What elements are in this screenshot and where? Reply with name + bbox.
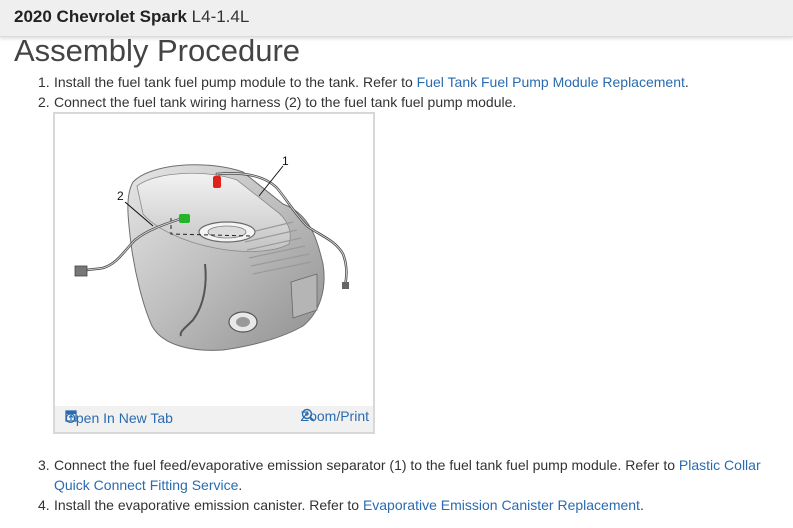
open-new-tab-icon (65, 410, 77, 422)
step-number: 2. (38, 94, 50, 110)
callout-2: 2 (117, 189, 124, 203)
zoom-in-icon (301, 408, 315, 422)
callout-2-leader (124, 201, 154, 227)
zoom-print-link[interactable]: Zoom/Print (301, 408, 369, 424)
callout-dashed-guide (170, 218, 252, 237)
harness-connector-end (74, 265, 88, 277)
step-suffix: . (639, 497, 644, 513)
vehicle-name: 2020 Chevrolet Spark (14, 7, 187, 26)
fuel-feed-connector (213, 176, 221, 188)
procedure-step: 1. Install the fuel tank fuel pump modul… (38, 72, 783, 92)
fuel-tank-illustration: 1 2 (74, 154, 349, 351)
step-text: Install the evaporative emission caniste… (54, 497, 363, 513)
tank-vent-line (179, 263, 207, 337)
figure-actions-bar: Open In New Tab Zoom/Print (55, 406, 373, 432)
tank-heat-shield (290, 273, 318, 319)
page-title: Assembly Procedure (14, 33, 301, 68)
vehicle-engine: L4-1.4L (191, 7, 250, 26)
fuel-pump-module-replacement-link[interactable]: Fuel Tank Fuel Pump Module Replacement (416, 74, 685, 90)
vehicle-title: 2020 Chevrolet Spark L4-1.4L (14, 7, 249, 27)
fuel-tank-figure: 1 2 Open In New Tab Zoom/Print (53, 112, 375, 434)
callout-1: 1 (282, 154, 289, 168)
plastic-collar-quick-connect-link[interactable]: Plastic Collar Quick Connect Fitting Ser… (54, 457, 761, 493)
evap-canister-replacement-link[interactable]: Evaporative Emission Canister Replacemen… (362, 497, 640, 513)
step-number: 1. (38, 74, 50, 90)
wiring-harness-connector (179, 214, 190, 223)
procedure-step: 3. Connect the fuel feed/evaporative emi… (38, 455, 783, 495)
open-in-new-tab-link[interactable]: Open In New Tab (65, 410, 173, 426)
step-suffix: . (238, 477, 243, 493)
step-text: Install the fuel tank fuel pump module t… (54, 74, 417, 90)
open-in-new-tab-label: Open In New Tab (65, 410, 173, 426)
feed-line-end (342, 282, 349, 289)
step-number: 4. (38, 497, 50, 513)
procedure-step: 4. Install the evaporative emission cani… (38, 495, 783, 515)
header-bar: 2020 Chevrolet Spark L4-1.4L (0, 0, 793, 37)
step-number: 3. (38, 457, 50, 473)
callout-1-leader (258, 165, 284, 197)
procedure-step: 2. Connect the fuel tank wiring harness … (38, 92, 783, 112)
zoom-print-label: Zoom/Print (300, 408, 369, 424)
step-suffix: . (684, 74, 689, 90)
step-text: Connect the fuel tank wiring harness (2)… (54, 94, 517, 110)
step-text: Connect the fuel feed/evaporative emissi… (54, 457, 679, 473)
